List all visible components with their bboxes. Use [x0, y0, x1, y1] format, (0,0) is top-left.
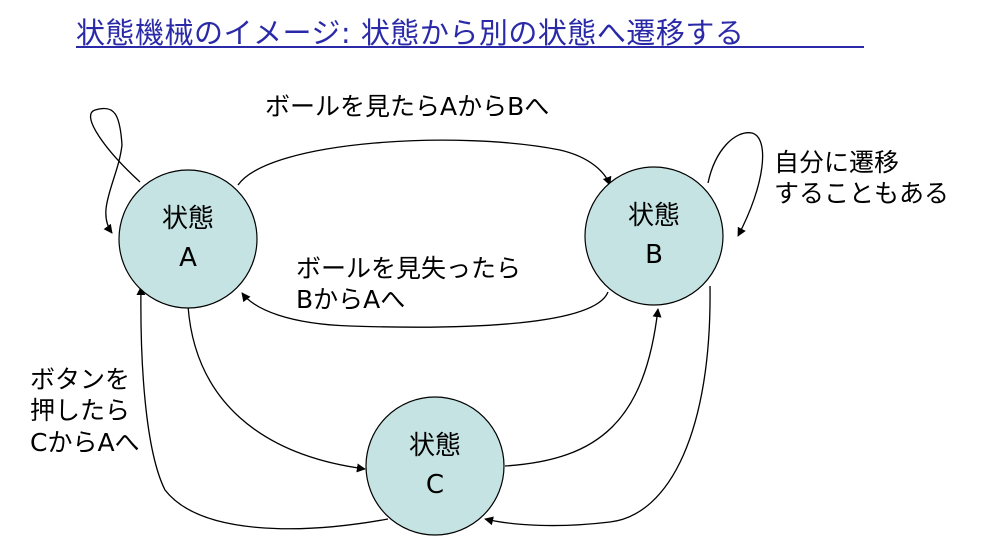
- page-title: 状態機械のイメージ: 状態から別の状態へ遷移する: [76, 16, 745, 50]
- edge-c-to-a: [136, 286, 389, 530]
- label-c-to-a-line2: 押したら: [30, 396, 131, 426]
- state-c-name: 状態: [409, 431, 461, 461]
- label-b-to-a-line1: ボールを見失ったら: [296, 254, 522, 283]
- label-self-line2: することもある: [774, 179, 950, 209]
- title-underline: [76, 46, 864, 48]
- state-a-letter: A: [179, 243, 197, 273]
- state-b[interactable]: 状態 B: [584, 166, 724, 306]
- label-b-to-a: ボールを見失ったら BからAへ: [296, 253, 521, 316]
- label-c-to-a-line1: ボタンを: [30, 365, 131, 394]
- label-self-transition: 自分に遷移 することもある: [774, 147, 949, 210]
- state-b-letter: B: [645, 240, 663, 270]
- edge-a-self-loop: [89, 107, 141, 234]
- edge-b-self-loop: [707, 132, 764, 237]
- edge-a-to-b: [237, 139, 612, 186]
- label-self-line1: 自分に遷移: [774, 148, 900, 177]
- label-a-to-b: ボールを見たらAからBへ: [265, 91, 549, 122]
- edge-c-to-b: [504, 308, 662, 467]
- edge-a-to-c: [187, 305, 366, 473]
- state-a-name: 状態: [162, 204, 214, 234]
- state-b-circle: [584, 166, 724, 306]
- state-c-circle: [365, 396, 505, 536]
- edge-b-to-c: [484, 285, 711, 527]
- state-a-circle: [118, 169, 258, 309]
- label-c-to-a-line3: CからAへ: [30, 427, 140, 457]
- state-b-name: 状態: [628, 201, 680, 231]
- label-c-to-a: ボタンを 押したら CからAへ: [30, 364, 140, 458]
- label-a-to-b-text: ボールを見たらAからBへ: [265, 92, 550, 121]
- label-b-to-a-line2: BからAへ: [296, 285, 406, 315]
- state-a[interactable]: 状態 A: [118, 169, 258, 309]
- state-c[interactable]: 状態 C: [365, 396, 505, 536]
- state-c-letter: C: [426, 470, 444, 500]
- edge-b-to-a: [241, 291, 609, 328]
